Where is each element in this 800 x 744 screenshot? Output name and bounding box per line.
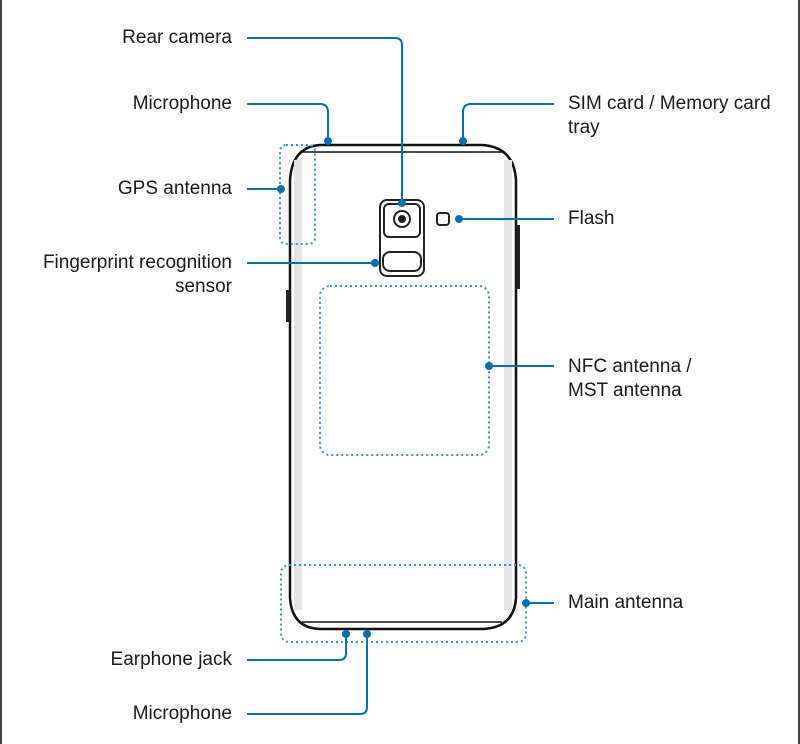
- phone-side-shading-right: [504, 160, 512, 610]
- callout-microphone-top: [247, 103, 329, 141]
- dot-sim-tray: [459, 137, 467, 145]
- label-earphone-jack: Earphone jack: [110, 649, 232, 670]
- callout-sim-tray: [462, 103, 554, 141]
- dot-rear-camera: [398, 199, 406, 207]
- side-key-left: [286, 290, 290, 322]
- label-microphone-bottom: Microphone: [132, 703, 232, 724]
- nfc-antenna-area: [319, 285, 490, 456]
- label-sim-tray: SIM card / Memory card tray: [568, 92, 771, 140]
- label-gps-antenna: GPS antenna: [117, 178, 232, 199]
- camera-module: [379, 199, 425, 277]
- dot-microphone-top: [324, 137, 332, 145]
- label-fingerprint: Fingerprint recognition sensor: [43, 251, 232, 299]
- callout-earphone-jack: [247, 634, 347, 661]
- label-rear-camera: Rear camera: [122, 27, 232, 48]
- dot-microphone-bottom: [363, 630, 371, 638]
- label-sim-line2: tray: [568, 117, 600, 138]
- dot-nfc: [485, 362, 493, 370]
- dot-main-antenna: [522, 599, 530, 607]
- label-nfc-line2: MST antenna: [568, 380, 682, 401]
- label-flash: Flash: [568, 208, 615, 229]
- callout-microphone-bottom: [247, 634, 368, 715]
- phone-side-shading-left: [294, 160, 302, 610]
- label-fingerprint-line1: Fingerprint recognition: [42, 252, 232, 273]
- label-nfc-line1: NFC antenna /: [568, 356, 692, 377]
- flash-icon: [436, 212, 450, 226]
- dot-flash: [455, 215, 463, 223]
- callout-rear-camera: [247, 37, 403, 205]
- side-key-right: [516, 225, 520, 289]
- label-fingerprint-line2: sensor: [174, 276, 232, 297]
- main-antenna-area: [280, 564, 527, 643]
- dot-gps: [277, 185, 285, 193]
- gps-antenna-area: [279, 144, 316, 245]
- dot-fingerprint: [371, 259, 379, 267]
- dot-earphone-jack: [342, 630, 350, 638]
- label-main-antenna: Main antenna: [568, 592, 684, 613]
- label-sim-line1: SIM card / Memory card: [568, 93, 771, 114]
- label-microphone-top: Microphone: [132, 93, 232, 114]
- label-nfc: NFC antenna / MST antenna: [568, 355, 692, 403]
